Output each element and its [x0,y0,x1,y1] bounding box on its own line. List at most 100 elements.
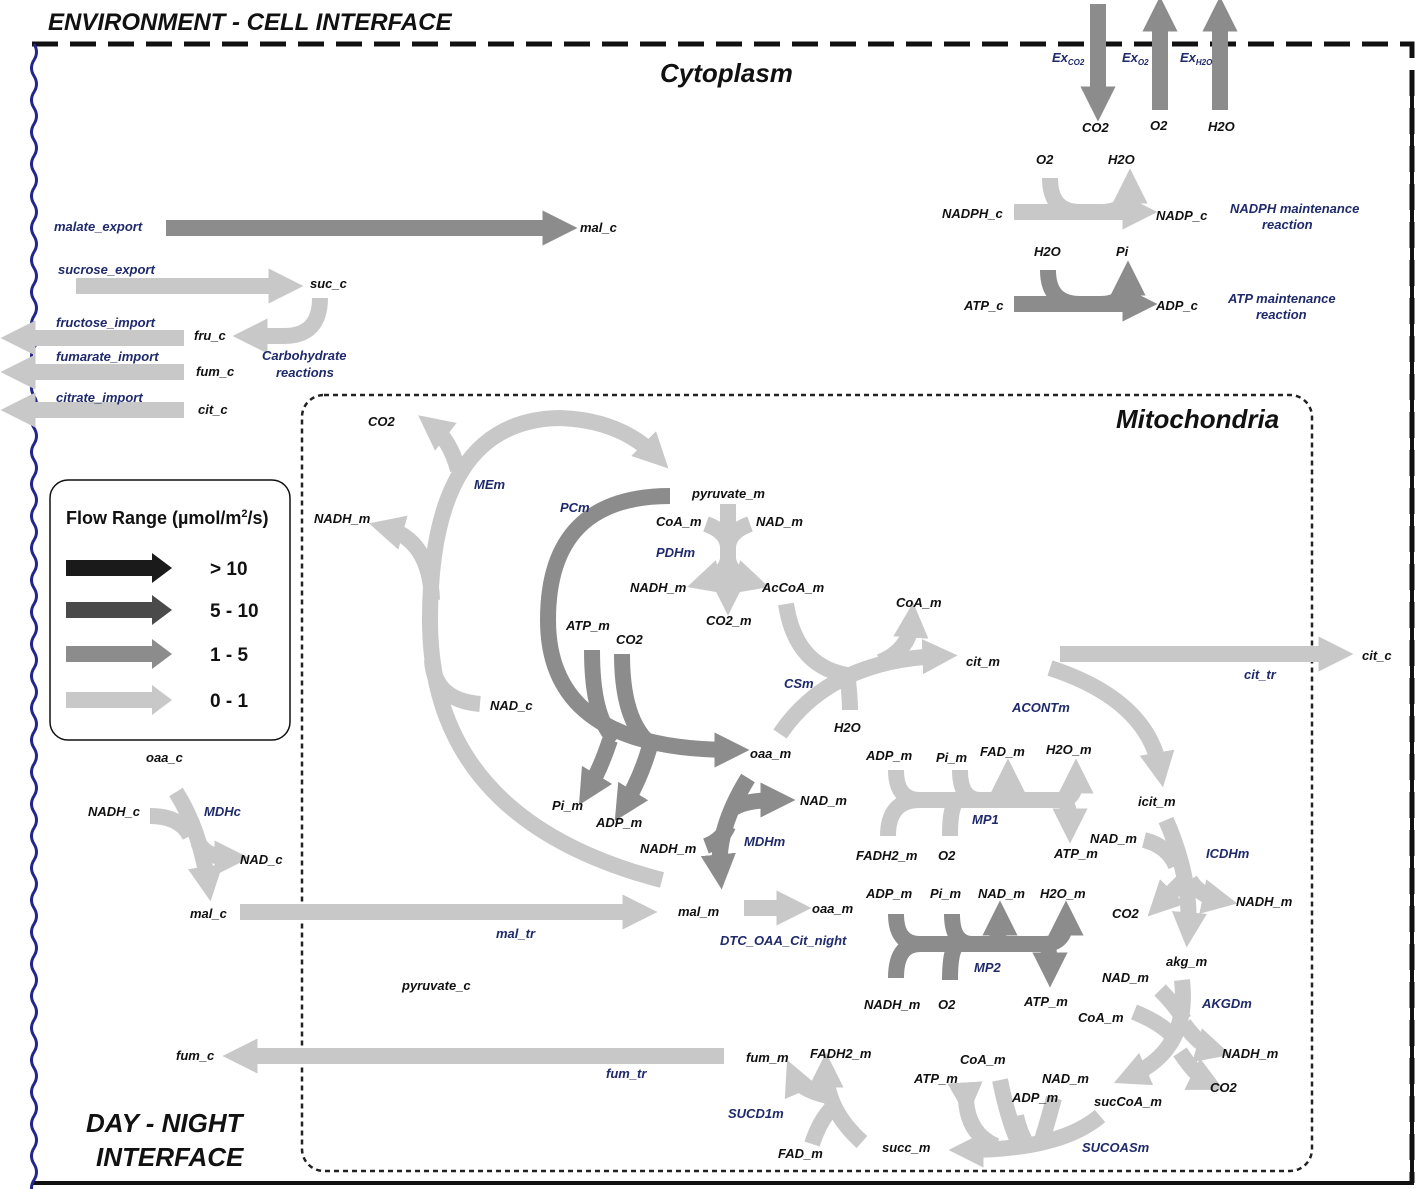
mem-nadh-branch [369,515,440,601]
nadph-maint-name-1: NADPH maintenance [1230,201,1359,216]
oaa-m: oaa_m [750,746,792,761]
co2-mem: CO2 [368,414,396,429]
mp2-pi [944,913,973,952]
mitochondria-boundary [300,393,1314,1173]
legend-label-2: 1 - 5 [210,645,248,666]
co2-akgdm: CO2 [1210,1080,1238,1095]
fum-tr-label: fum_tr [606,1066,647,1081]
fru-c: fru_c [194,328,227,343]
mal-tr-label: mal_tr [496,926,536,941]
oaa-c: oaa_c [146,750,184,765]
icdhm-main [1158,816,1207,948]
pyruvate-m: pyruvate_m [691,486,765,501]
csm-label: CSm [784,676,814,691]
nadh-pdhm: NADH_m [630,580,687,595]
mdhm-nadh-branch [702,822,736,854]
nad-pdhm: NAD_m [756,514,803,529]
co2-pdhm: CO2_m [706,613,752,628]
legend-arrow-head-0 [152,553,172,583]
atp-maint-pi: Pi [1116,244,1129,259]
legend-title: Flow Range (µmol/m2/s) [66,508,269,528]
pdhm-accoa-branch [720,557,769,594]
citrate-import-label: citrate_import [56,390,143,405]
ex-co2-metabolite: CO2 [1082,120,1110,135]
atp-pcm: ATP_m [565,618,610,633]
adp-pcm: ADP_m [595,815,643,830]
legend-arrow-shaft-3 [66,692,154,708]
cit-tr-label: cit_tr [1244,667,1277,682]
mp2-h2o-label: H2O_m [1040,886,1086,901]
csm-coa-branch [876,602,929,670]
pcm-pi-branch [578,737,618,806]
carbohydrate-reactions-arrow [232,297,328,354]
mdhc-label: MDHc [204,804,242,819]
mdhc-main-arrow [169,787,223,902]
icdhm-nad [1141,832,1184,870]
fadh2-sucd1m: FADH2_m [810,1046,872,1061]
nadph-maint-in: NADPH_c [942,206,1003,221]
mp1-main [880,792,1088,844]
sucd1m-fad [804,1102,838,1147]
pdhm-label: PDHm [656,545,695,560]
pyruvate-c: pyruvate_c [401,978,471,993]
csm-accoa-branch [778,602,856,684]
fum-c-top: fum_c [196,364,235,379]
mp2-nad-label: NAD_m [978,886,1025,901]
mp2-h2o [1043,900,1084,952]
pdhm-nad-branch [720,516,754,549]
mp2-main [888,936,1068,988]
acontm-arrow [1047,660,1175,788]
nadh-mem: NADH_m [314,511,371,526]
env-cell-interface-title: ENVIRONMENT - CELL INTERFACE [48,9,453,36]
mp2-o2 [942,936,963,981]
mal-m: mal_m [678,904,720,919]
icit-m: icit_m [1138,794,1176,809]
nad-c-mem: NAD_c [490,698,533,713]
csm-h2o-branch [840,679,858,711]
ex-o2-label: ExO2 [1122,50,1149,67]
legend-arrow-head-3 [152,685,172,715]
atp-maint-name-1: ATP maintenance [1227,291,1336,306]
atp-maint-h2o: H2O [1034,244,1061,259]
coa-akgdm: CoA_m [1078,1010,1124,1025]
accoa-m: AcCoA_m [761,580,825,595]
akgdm-co2 [1173,1047,1224,1090]
succoa-m: sucCoA_m [1094,1094,1162,1109]
sucd1m-label: SUCD1m [728,1106,784,1121]
sucoasm-adp [1008,1114,1035,1151]
ex-h2o-metabolite: H2O [1208,119,1235,134]
mp1-pi-label: Pi_m [936,750,968,765]
legend-arrow-head-2 [152,639,172,669]
mp1-h2o [1058,758,1094,808]
fructose-import-label: fructose_import [56,315,156,330]
sucrose-export-label: sucrose_export [58,262,155,277]
legend-arrow-head-1 [152,595,172,625]
succ-m: succ_m [882,1140,931,1155]
icdhm-nadh [1183,875,1238,914]
mitochondria-title: Mitochondria [1116,404,1279,434]
ex-h2o-label: ExH2O [1180,50,1213,67]
oaa-m-dtc: oaa_m [812,901,854,916]
mp1-adp [888,769,921,808]
pcm-co2-branch [614,653,656,751]
co2-pcm: CO2 [616,632,644,647]
atp-sucoasm: ATP_m [913,1071,958,1086]
mp2-pi-label: Pi_m [930,886,962,901]
cit-m: cit_m [966,654,1000,669]
nad-c-mdhc: NAD_c [240,852,283,867]
mp1-o2-label: O2 [938,848,956,863]
fum-m: fum_m [746,1050,789,1065]
legend-label-1: 5 - 10 [210,601,259,622]
day-night-interface-wave [30,43,38,1189]
nadph-maint-o2: O2 [1036,152,1054,167]
nad-akgdm: NAD_m [1102,970,1149,985]
sucoasm-nad [1032,1095,1062,1149]
atp-maint-out: ADP_c [1155,298,1199,313]
sucoasm-atp [947,1081,1000,1154]
carbohydrate-label-2: reactions [276,365,334,380]
mp2-atp-label: ATP_m [1023,994,1068,1009]
nad-sucoasm: NAD_m [1042,1071,1089,1086]
legend-label-0: > 10 [210,559,248,580]
pcm-label: PCm [560,500,590,515]
nadh-c: NADH_c [88,804,141,819]
